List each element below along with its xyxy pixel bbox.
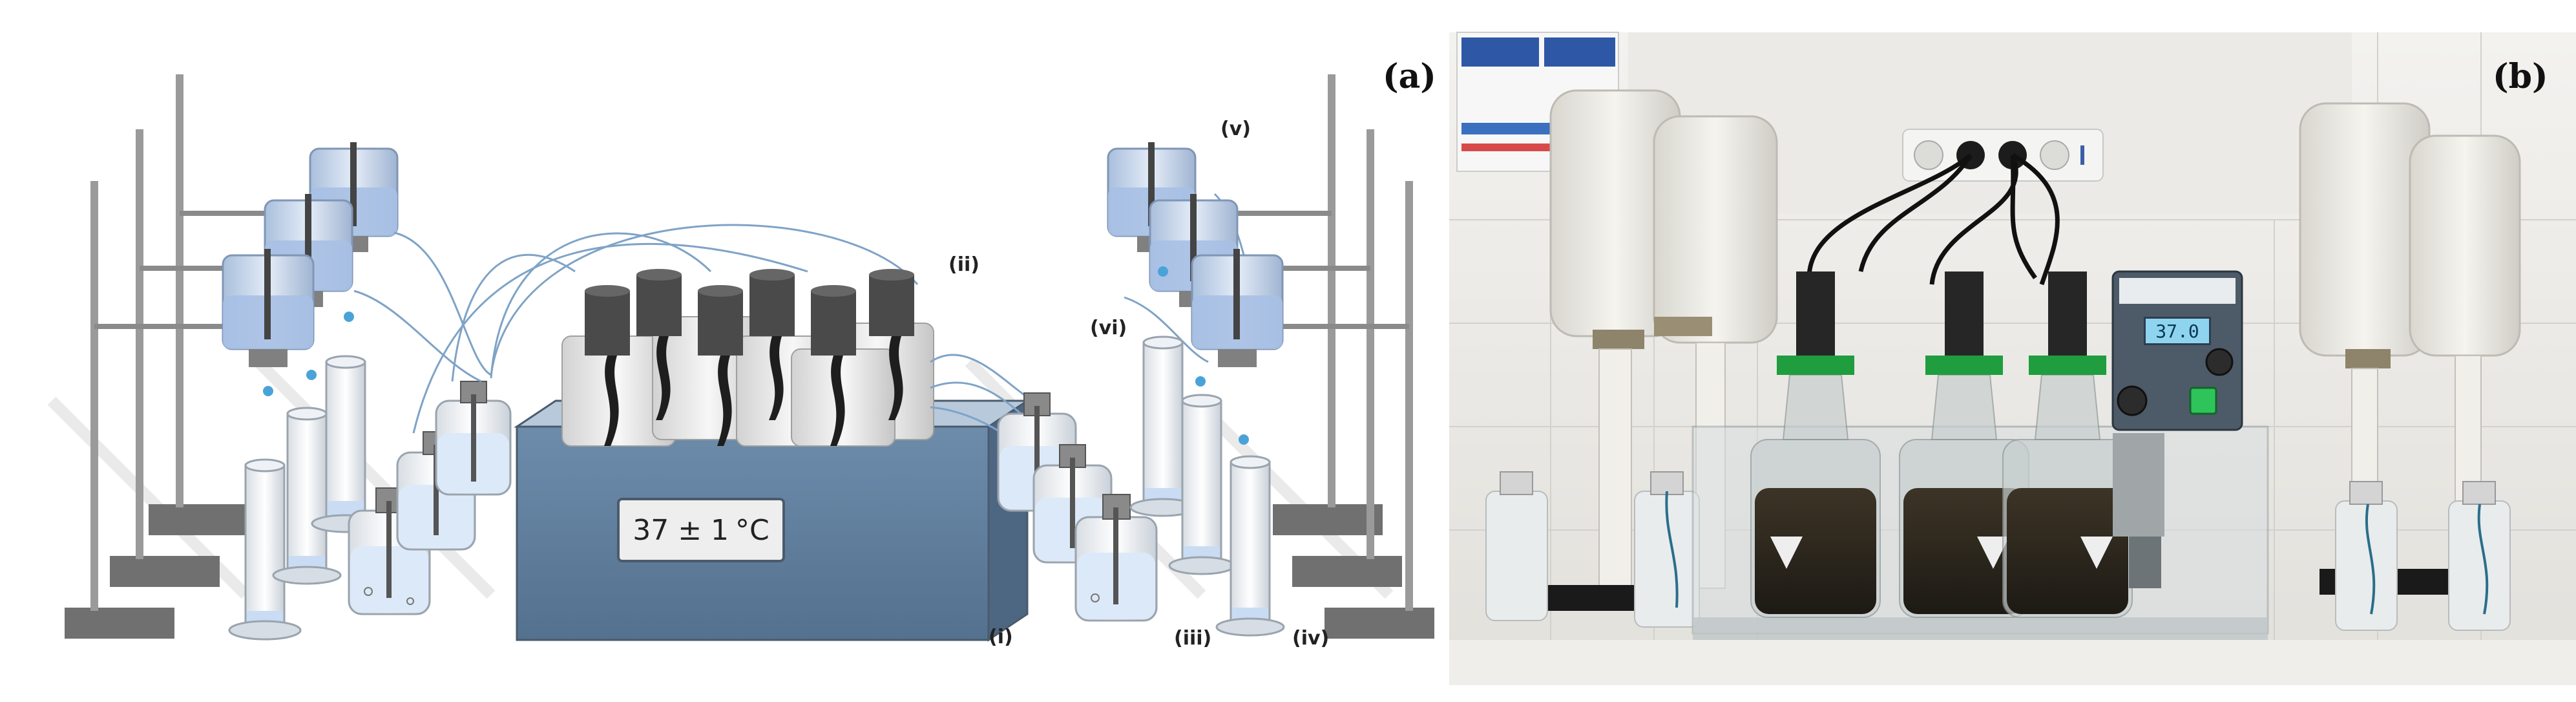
- bath-temperature-value: 37 ± 1: [633, 513, 729, 547]
- thermostat-controller: [2111, 270, 2243, 588]
- callout-iii: (iii): [1174, 627, 1212, 650]
- right-effluent-bottles: [2335, 481, 2511, 631]
- callout-iv: (iv): [1292, 627, 1330, 650]
- callout-i: (i): [989, 626, 1013, 648]
- left-collection-bottles: [348, 381, 512, 615]
- left-feed-jugs: [1541, 89, 1778, 611]
- bench-surface: [1449, 640, 2576, 685]
- left-retort-stands: [65, 74, 388, 639]
- power-strip: [1902, 129, 2104, 182]
- left-tubing: [353, 224, 919, 434]
- reactor-bottles: [561, 269, 934, 447]
- panel-b-label: (b): [2493, 57, 2548, 96]
- right-feed-reservoirs: [1107, 142, 1284, 445]
- callout-ii: (ii): [948, 253, 979, 276]
- right-collection-bottles: [997, 392, 1158, 622]
- reactor-bottles-photo: [1750, 271, 2133, 618]
- power-cables: [1806, 153, 2060, 286]
- panel-b-photo: [1449, 32, 2576, 685]
- right-graduated-cylinders: [1129, 335, 1285, 637]
- callout-vi: (vi): [1090, 317, 1127, 339]
- panel-a-label: (a): [1383, 57, 1436, 96]
- callout-v: (v): [1220, 118, 1251, 140]
- controller-lcd: 37.0: [2144, 317, 2211, 345]
- right-feed-jugs: [2299, 102, 2521, 595]
- left-feed-reservoirs: [222, 142, 399, 396]
- left-effluent-bottles: [1485, 471, 1700, 628]
- left-graduated-cylinders: [228, 355, 381, 641]
- bath-temperature-unit: °C: [735, 513, 770, 547]
- bath-temperature-display: 37 ± 1 °C: [617, 498, 785, 562]
